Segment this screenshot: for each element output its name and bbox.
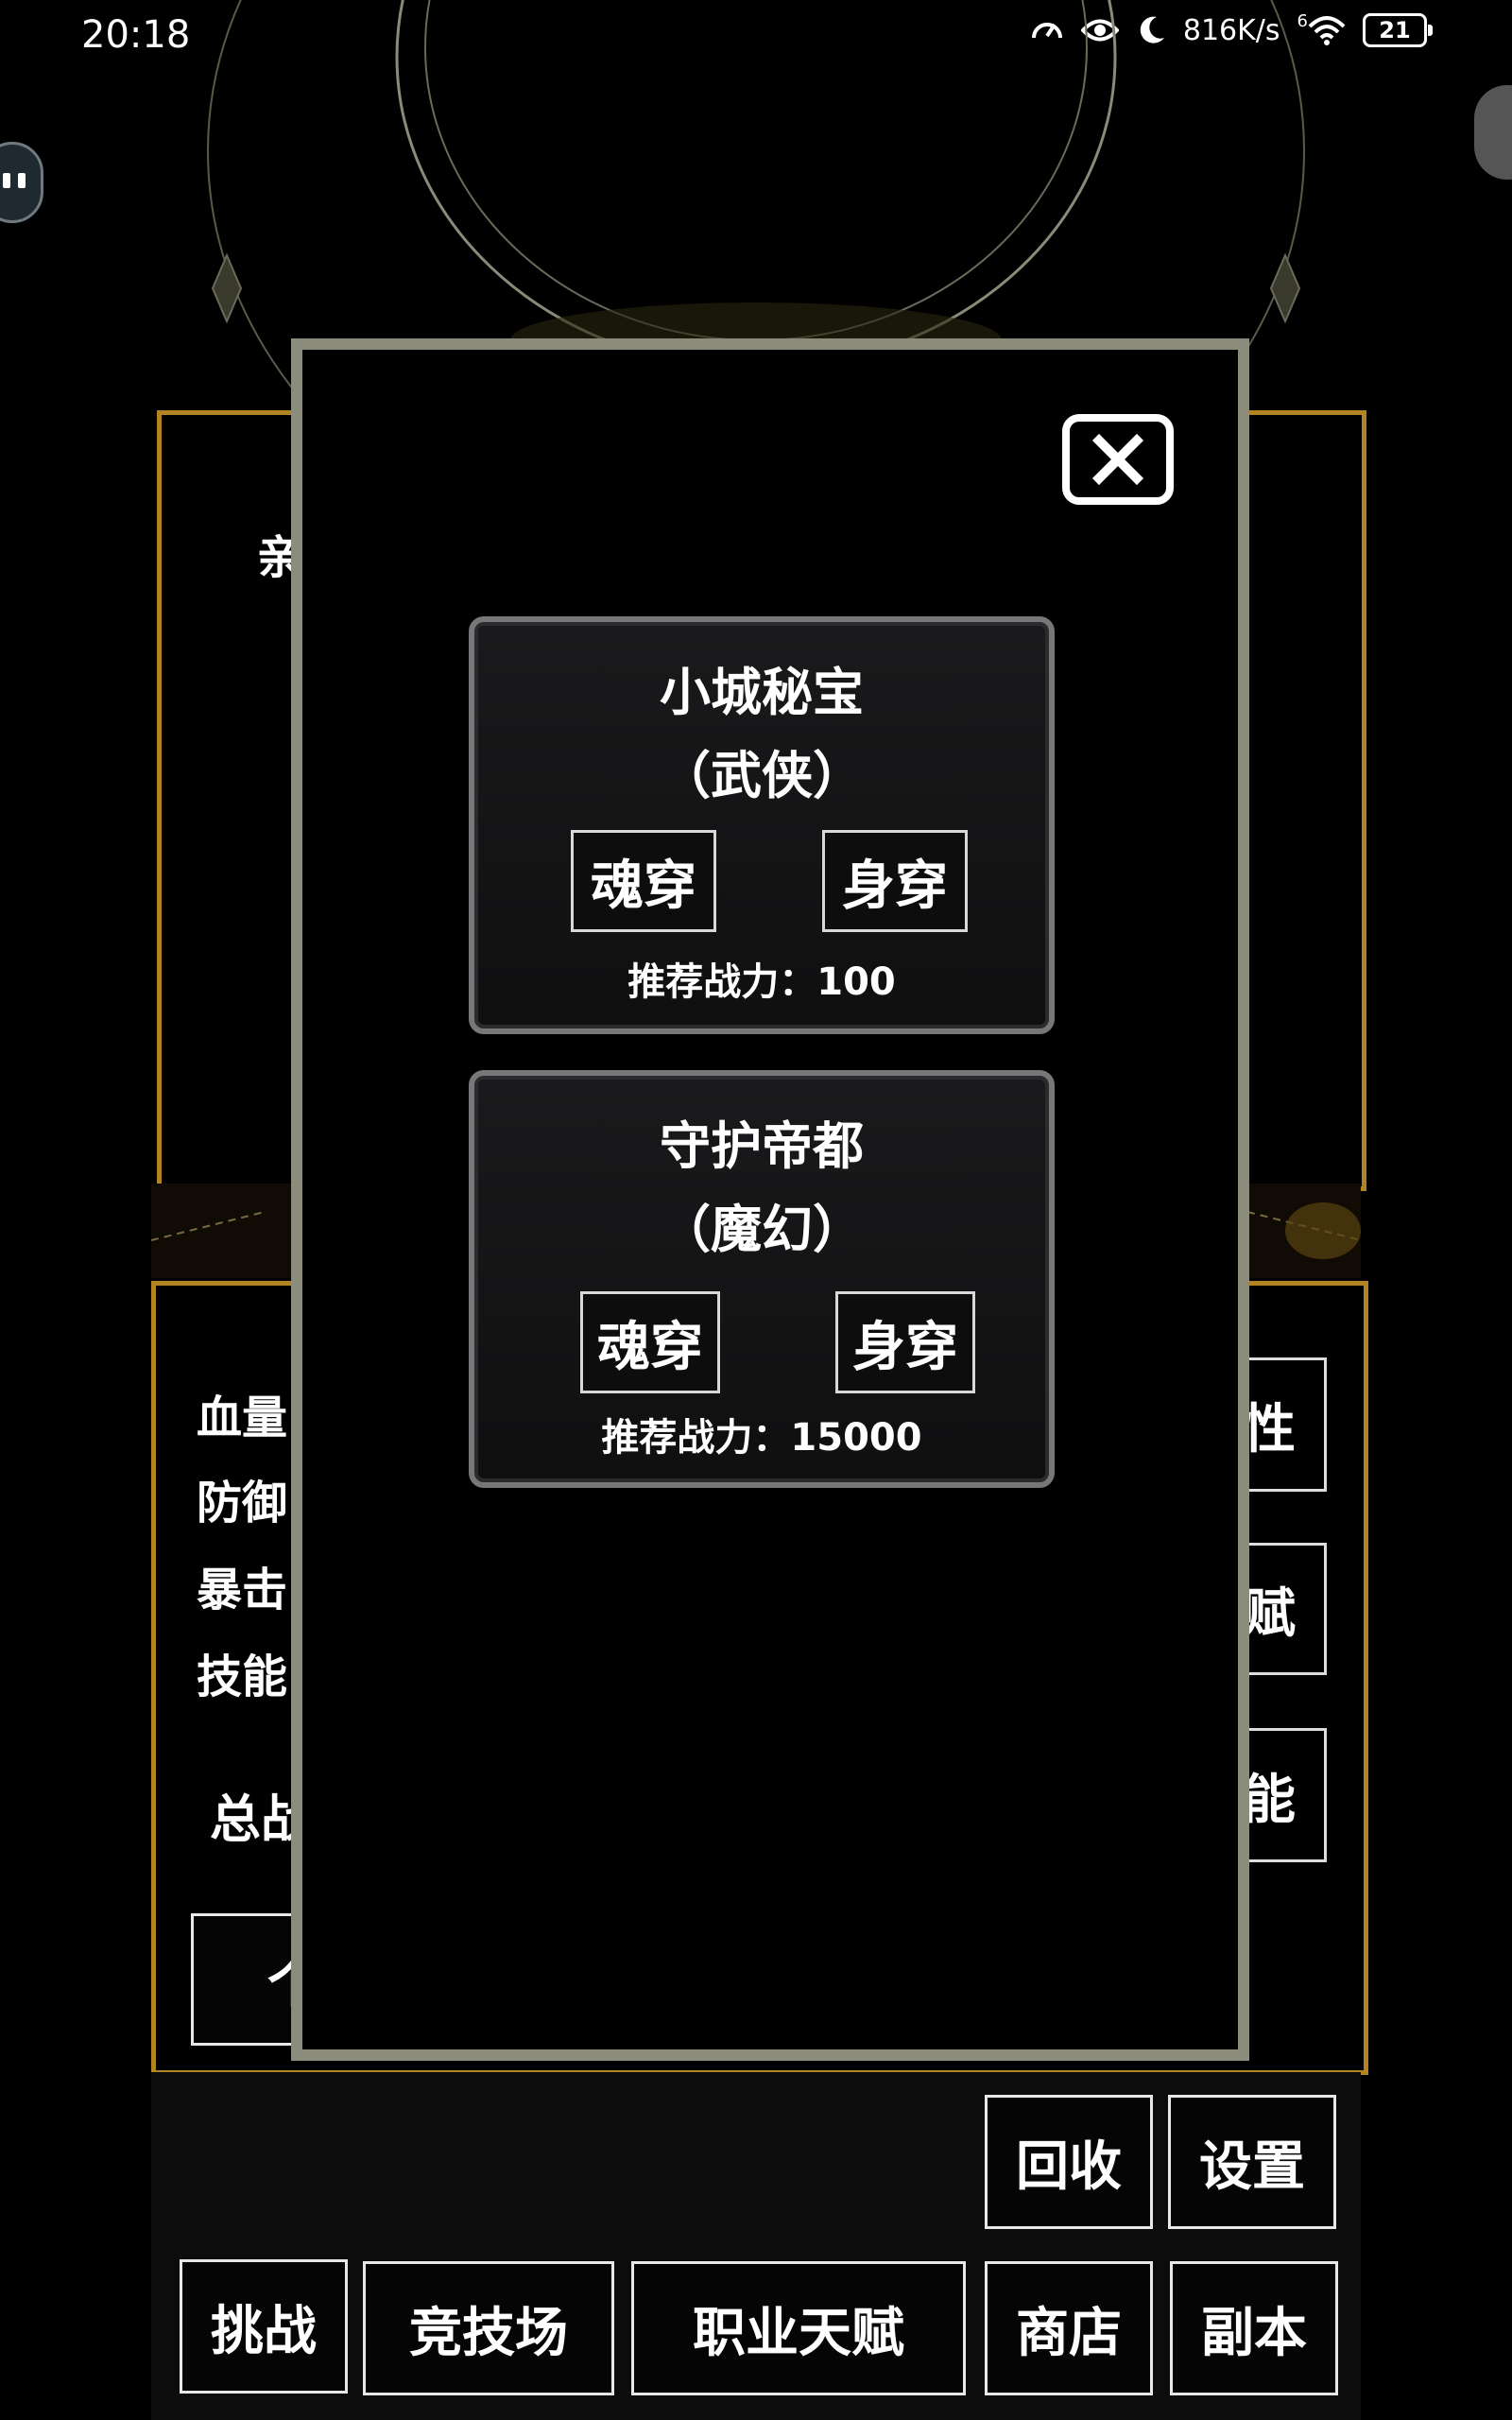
net-speed: 816K/s: [1182, 13, 1280, 47]
soul-transmigrate-button[interactable]: 魂穿: [580, 1291, 720, 1393]
dungeon-button-label: 副本: [1201, 2302, 1307, 2364]
shop-button[interactable]: 商店: [985, 2261, 1153, 2395]
challenge-button-label: 挑战: [211, 2300, 317, 2362]
signal-label: 6: [1297, 11, 1308, 31]
body-transmigrate-button[interactable]: 身穿: [822, 830, 968, 932]
card-title: 守护帝都: [660, 1116, 864, 1176]
moon-icon: [1140, 16, 1164, 43]
side-button-label: 赋: [1243, 1582, 1296, 1645]
recycle-button-label: 回收: [1016, 2135, 1122, 2198]
close-icon: [1091, 433, 1144, 486]
recycle-button[interactable]: 回收: [985, 2095, 1153, 2229]
settings-button-label: 设置: [1199, 2135, 1305, 2198]
shop-button-label: 商店: [1016, 2302, 1122, 2364]
world-card-1: 小城秘宝 （武侠） 魂穿 身穿 推荐战力：100: [469, 616, 1055, 1034]
world-card-2: 守护帝都 （魔幻） 魂穿 身穿 推荐战力：15000: [469, 1070, 1055, 1488]
close-button[interactable]: [1062, 414, 1174, 505]
wifi-icon: [1308, 16, 1346, 45]
arena-button-label: 竞技场: [409, 2302, 568, 2364]
status-time: 20:18: [81, 13, 191, 57]
stat-label-defense: 防御: [197, 1477, 288, 1530]
ornament-right: [1269, 252, 1301, 324]
stat-label-skill: 技能: [197, 1651, 288, 1703]
card-subtitle: （武侠）: [660, 746, 864, 805]
ornament-left: [211, 252, 243, 324]
battery-icon: 21: [1363, 13, 1433, 47]
battery-level: 21: [1379, 17, 1411, 43]
bubble-eye-icon: [18, 173, 26, 188]
eye-icon: [1080, 19, 1119, 42]
recommended-power: 推荐战力：100: [627, 960, 896, 1004]
recommended-power: 推荐战力：15000: [601, 1416, 922, 1460]
status-icons: 816K/s 6 21: [1030, 11, 1433, 47]
stat-label-hp: 血量: [197, 1392, 288, 1444]
settings-button[interactable]: 设置: [1168, 2095, 1336, 2229]
challenge-button[interactable]: 挑战: [180, 2259, 348, 2394]
side-button-label: 能: [1243, 1769, 1296, 1831]
stat-label-crit: 暴击: [197, 1564, 288, 1616]
divider-ornament: [151, 1202, 1361, 1259]
floating-app-bubble[interactable]: [1474, 85, 1512, 180]
dungeon-button[interactable]: 副本: [1170, 2261, 1338, 2395]
class-talent-button[interactable]: 职业天赋: [631, 2261, 966, 2395]
class-talent-button-label: 职业天赋: [693, 2302, 904, 2364]
card-title: 小城秘宝: [660, 663, 864, 722]
body-transmigrate-button[interactable]: 身穿: [835, 1291, 975, 1393]
side-button-label: 性: [1243, 1398, 1296, 1461]
card-subtitle: （魔幻）: [660, 1200, 864, 1259]
bubble-eye-icon: [3, 173, 10, 188]
speedometer-icon: [1031, 23, 1062, 39]
soul-transmigrate-button[interactable]: 魂穿: [571, 830, 716, 932]
arena-button[interactable]: 竞技场: [363, 2261, 614, 2395]
